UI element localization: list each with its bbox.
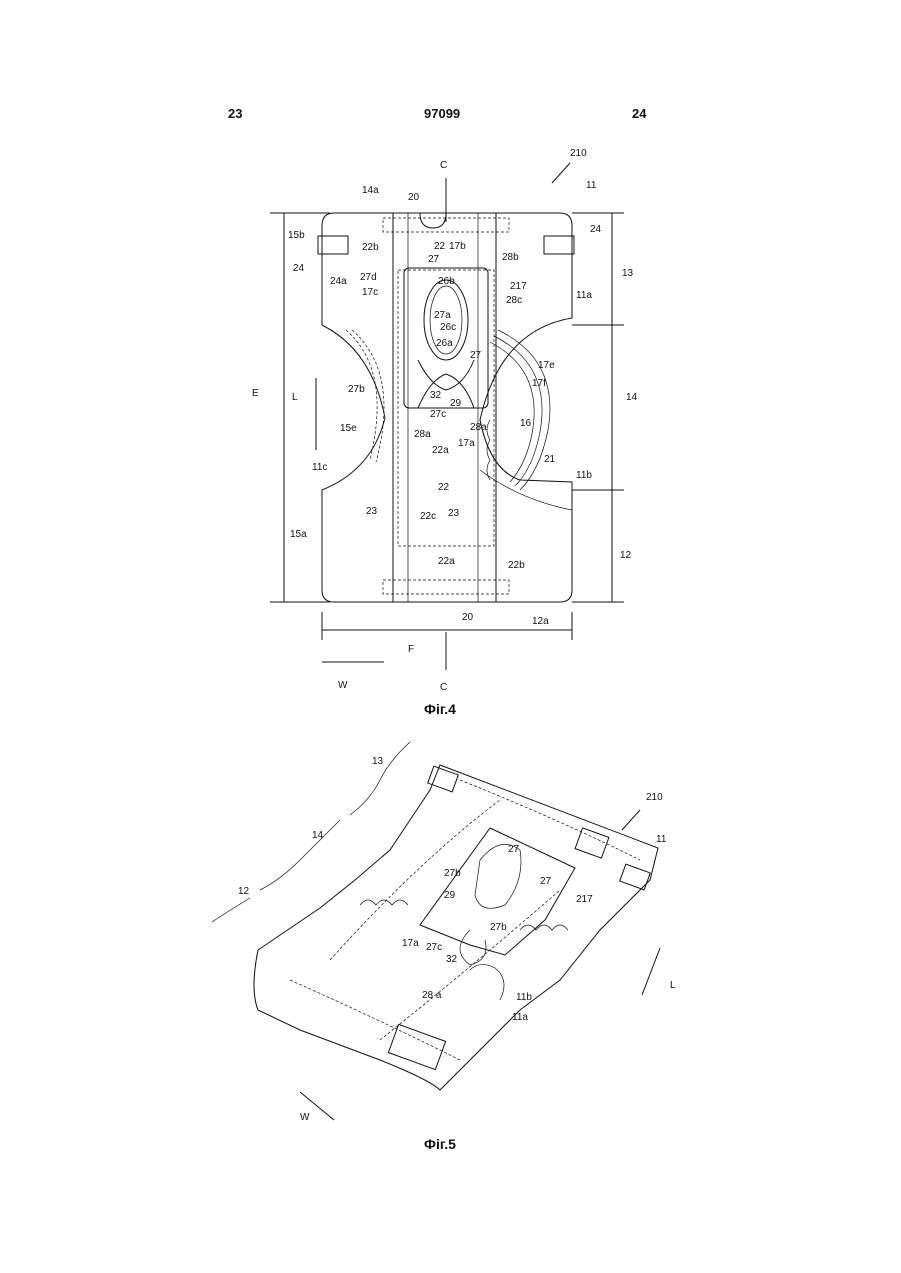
label-217: 217 [510,281,527,292]
fig5-label-W: W [300,1112,310,1123]
label-15e: 15e [340,423,357,434]
label-27-mid: 27 [470,350,482,361]
label-11a: 11a [576,290,592,301]
label-14a: 14a [362,185,379,196]
label-23-right: 23 [448,508,460,519]
label-22b-top: 22b [362,242,379,253]
label-32: 32 [430,390,442,401]
fig5-label-28a: 28 a [422,990,442,1001]
label-17c: 17c [362,287,378,298]
fig5-label-32: 32 [446,954,458,965]
figure-4-labels: C 210 11 14a 20 15b 22b 22 17b 24 24 24a… [252,148,638,693]
label-20-top: 20 [408,192,420,203]
label-27-top: 27 [428,254,440,265]
label-17f: 17f [532,378,546,389]
fig5-label-27b-2: 27b [490,922,507,933]
label-17b: 17b [449,241,466,252]
label-26b: 26b [438,276,455,287]
label-21: 21 [544,454,556,465]
label-24-right: 24 [590,224,602,235]
label-24a: 24a [330,276,347,287]
label-15a: 15a [290,529,307,540]
fig5-label-11b: 11b [516,992,532,1003]
label-22a-2: 22a [438,556,455,567]
label-14: 14 [626,392,638,403]
label-W: W [338,680,348,691]
fig5-label-27b-1: 27b [444,868,461,879]
label-26c: 26c [440,322,456,333]
label-E: E [252,388,259,399]
label-17a: 17a [458,438,475,449]
fig5-label-11a: 11a [512,1012,528,1023]
label-27c: 27c [430,409,446,420]
label-12: 12 [620,550,632,561]
label-28a-1: 28a [470,422,487,433]
label-17e: 17e [538,360,555,371]
figure-4-drawing [270,163,624,670]
label-27b: 27b [348,384,365,395]
fig5-label-210: 210 [646,792,663,803]
label-22c: 22c [420,511,436,522]
label-15b: 15b [288,230,305,241]
label-L: L [292,392,298,403]
figure-4-caption: Фіг.4 [424,701,456,717]
label-29: 29 [450,398,462,409]
fig5-label-13: 13 [372,756,384,767]
fig5-label-14: 14 [312,830,324,841]
label-28a-2: 28a [414,429,431,440]
label-27d: 27d [360,272,377,283]
label-22a-1: 22a [432,445,449,456]
fig5-label-217: 217 [576,894,593,905]
figure-5-drawing [212,742,660,1120]
label-24-left: 24 [293,263,305,274]
label-28b: 28b [502,252,519,263]
label-11: 11 [586,180,597,191]
label-13: 13 [622,268,634,279]
label-23-left: 23 [366,506,378,517]
label-27a: 27a [434,310,451,321]
label-210: 210 [570,148,587,159]
label-F: F [408,644,414,655]
label-22-mid: 22 [438,482,450,493]
figure-5-caption: Фіг.5 [424,1136,456,1152]
label-12a: 12a [532,616,549,627]
fig5-label-27c: 27c [426,942,442,953]
label-11b: 11b [576,470,592,481]
label-16: 16 [520,418,532,429]
fig5-label-12: 12 [238,886,250,897]
label-11c: 11c [312,462,327,473]
label-22b-bottom: 22b [508,560,525,571]
diaper-perspective-outline [254,765,658,1090]
fig5-label-27: 27 [540,876,552,887]
fig5-label-L: L [670,980,676,991]
label-20-bottom: 20 [462,612,474,623]
label-26a: 26a [436,338,453,349]
label-C-top: C [440,160,447,171]
fig5-label-17a: 17a [402,938,419,949]
label-28c: 28c [506,295,522,306]
fig5-label-11: 11 [656,834,667,845]
label-C-bottom: C [440,682,447,693]
label-22-top: 22 [434,241,446,252]
fig5-label-29: 29 [444,890,456,901]
fig5-label-27-top: 27 [508,844,520,855]
